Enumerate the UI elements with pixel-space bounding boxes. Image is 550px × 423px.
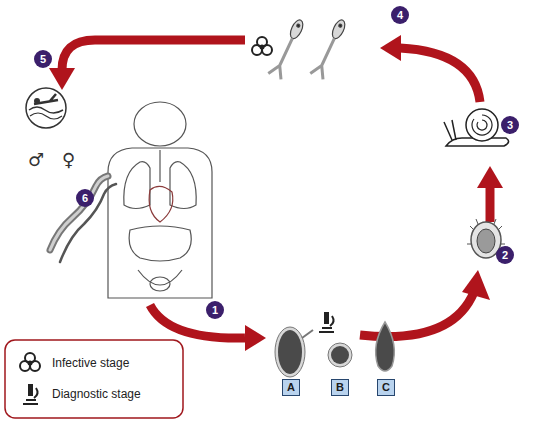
arrow-heads: [49, 68, 75, 90]
adult-worms: [50, 176, 108, 250]
miracidium: [467, 219, 505, 244]
stage-letter-box: C: [377, 379, 395, 396]
snail: [444, 109, 509, 146]
cercariae: [268, 17, 307, 79]
cercariae: [310, 35, 340, 79]
legend-label: Diagnostic stage: [52, 387, 141, 401]
cercariae: [338, 24, 342, 28]
sex-symbol: ♀: [62, 150, 75, 170]
cycle-arrows: [360, 292, 474, 337]
microscope-symbol: [23, 384, 38, 404]
cycle-arrows: [150, 305, 245, 338]
cercariae: [330, 18, 348, 40]
human-body: [170, 162, 196, 209]
stage-letter-box: B: [331, 379, 349, 396]
human-body: [108, 102, 212, 298]
microscope-symbol: [319, 312, 334, 332]
arrow-heads: [245, 325, 266, 351]
callout-number: 6: [76, 189, 94, 207]
swimmer-icon: [34, 94, 58, 104]
cercariae: [288, 18, 306, 40]
eggs: [302, 330, 313, 338]
arrow-heads: [49, 35, 503, 351]
callout-number: 5: [34, 50, 52, 68]
cercariae: [268, 35, 298, 79]
arrow-heads: [462, 270, 490, 300]
cycle-arrows: [486, 186, 495, 222]
swimmer-icon: [29, 107, 63, 113]
human-body: [149, 186, 173, 222]
human-body: [108, 148, 212, 298]
adult-worms: [50, 176, 116, 262]
arrow-heads: [380, 35, 401, 61]
cercariae: [296, 24, 300, 28]
callout-number: 4: [391, 6, 409, 24]
sex-symbol: ♂: [28, 150, 44, 170]
cercariae: [268, 17, 349, 79]
eggs: [331, 346, 349, 364]
adult-worms: [60, 184, 116, 262]
adult-worms: [50, 176, 108, 250]
stage-letter: C: [378, 380, 394, 394]
biohazard-symbol: [252, 37, 272, 55]
cercariae: [310, 17, 349, 79]
arrow-heads: [477, 166, 503, 188]
stage-letter: A: [283, 380, 299, 394]
eggs: [275, 322, 394, 377]
swimmer-icon: [26, 88, 66, 128]
callout-number: 2: [496, 246, 514, 264]
eggs: [328, 343, 352, 367]
swimmer-icon: [26, 88, 66, 128]
callout-number: 1: [206, 301, 224, 319]
cycle-arrows: [62, 40, 490, 338]
eggs: [278, 330, 302, 374]
human-body: [159, 150, 160, 182]
cycle-arrows: [400, 48, 480, 102]
snail: [466, 109, 498, 141]
callout-number: 3: [501, 116, 519, 134]
eggs: [275, 327, 305, 377]
swimmer-icon: [34, 98, 40, 104]
biohazard-symbol: [20, 353, 40, 371]
eggs: [376, 322, 395, 371]
miracidium: [477, 229, 495, 253]
legend-box: [5, 340, 183, 418]
snail: [472, 115, 492, 135]
cycle-arrows: [62, 40, 245, 70]
stage-letter-box: A: [282, 379, 300, 396]
stage-letter: B: [332, 380, 348, 394]
human-body: [129, 226, 191, 261]
swimmer-icon: [30, 113, 62, 119]
human-body: [150, 277, 170, 291]
legend-label: Infective stage: [52, 356, 129, 370]
snail: [444, 120, 456, 140]
human-body: [124, 162, 150, 209]
human-body: [134, 102, 186, 146]
